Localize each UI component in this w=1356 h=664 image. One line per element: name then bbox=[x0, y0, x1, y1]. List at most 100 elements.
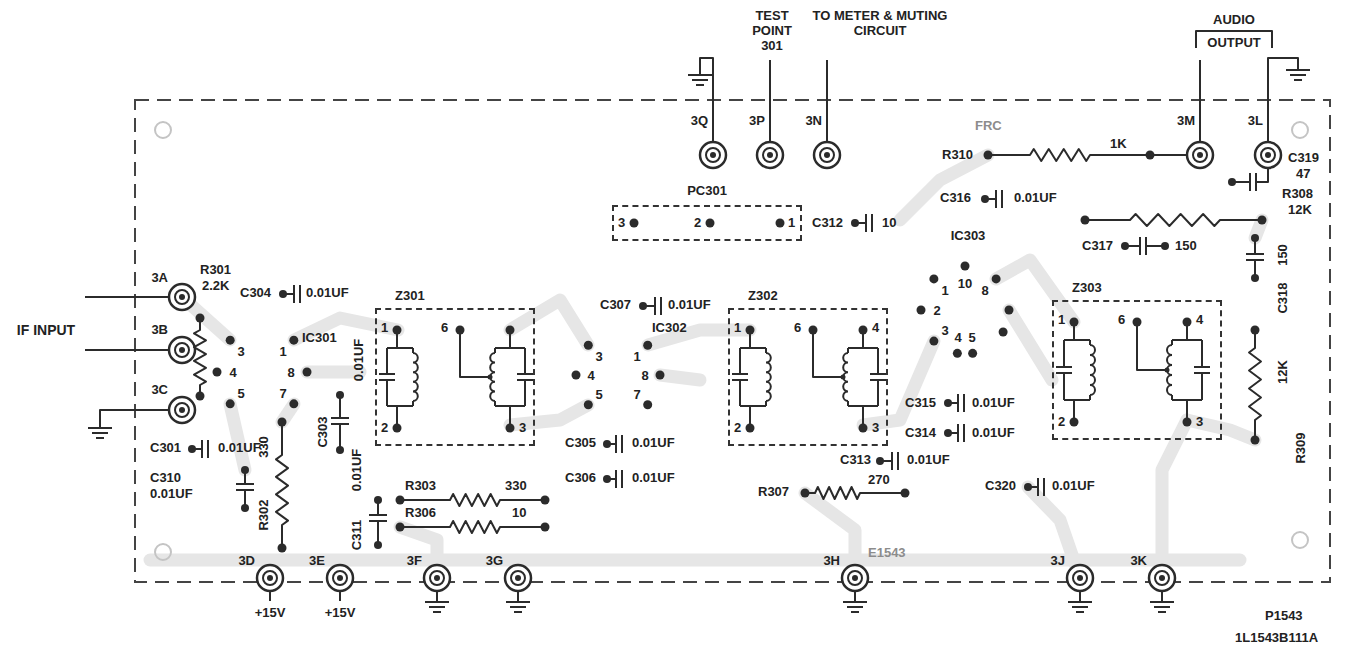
ground-symbol bbox=[696, 84, 704, 86]
pad-dot bbox=[374, 541, 382, 549]
capacitor-symbol bbox=[855, 222, 866, 224]
pad-dot bbox=[289, 336, 298, 345]
part-label: R310 bbox=[942, 147, 973, 162]
pin-number: 1 bbox=[734, 320, 741, 335]
pad-dot bbox=[226, 336, 235, 345]
value-label: 0.01UF bbox=[349, 449, 364, 492]
lead-wire bbox=[854, 591, 856, 602]
pin-number: 8 bbox=[641, 368, 648, 383]
pad-dot bbox=[1005, 306, 1014, 315]
terminal-ring bbox=[1073, 571, 1087, 585]
capacitor-symbol bbox=[957, 394, 959, 412]
terminal-id: 3F bbox=[407, 553, 422, 568]
pin-number: 7 bbox=[633, 387, 640, 402]
pin-number: 1 bbox=[279, 344, 286, 359]
pin-number: 2 bbox=[694, 215, 701, 230]
ground-symbol bbox=[96, 437, 104, 439]
value-label: 0.01UF bbox=[218, 440, 261, 455]
pin-number: 3 bbox=[1196, 414, 1203, 429]
capacitor-symbol bbox=[963, 394, 965, 412]
lead-wire bbox=[700, 58, 713, 142]
wire bbox=[1063, 373, 1065, 400]
terminal-ring bbox=[257, 565, 283, 591]
capacitor-symbol bbox=[1139, 237, 1141, 255]
pin-number: 2 bbox=[933, 303, 940, 318]
value-label: 0.01UF bbox=[306, 285, 349, 300]
terminal-id: 3J bbox=[1051, 553, 1065, 568]
terminal-id: 3M bbox=[1177, 113, 1195, 128]
value-label: 0.01UF bbox=[972, 395, 1015, 410]
pin-number: 4 bbox=[872, 320, 879, 335]
terminal-id: 3G bbox=[486, 553, 503, 568]
part-label: C317 bbox=[1082, 238, 1113, 253]
capacitor-symbol bbox=[283, 293, 294, 295]
capacitor-symbol bbox=[880, 460, 892, 462]
pin-number: 4 bbox=[1196, 312, 1203, 327]
copper-trace bbox=[1028, 487, 1080, 578]
pin-number: 8 bbox=[981, 283, 988, 298]
value-label: 0.01UF bbox=[668, 297, 711, 312]
part-label: C305 bbox=[565, 435, 596, 450]
transformer-can: Z3011623 bbox=[375, 308, 535, 446]
value-label: 330 bbox=[505, 478, 527, 493]
wire bbox=[877, 380, 879, 406]
terminal-ring bbox=[814, 142, 840, 168]
part-label: C310 bbox=[150, 470, 181, 485]
pin-number: 3 bbox=[519, 420, 526, 435]
ground-symbol bbox=[1150, 601, 1174, 603]
part-label: C318 bbox=[1275, 282, 1290, 313]
pin-number: 5 bbox=[968, 330, 975, 345]
capacitor-symbol bbox=[339, 395, 341, 418]
ground-symbol bbox=[851, 611, 859, 613]
terminal-ring bbox=[1261, 148, 1275, 162]
component-outline: PC301321 bbox=[612, 205, 802, 241]
capacitor-symbol bbox=[1028, 486, 1038, 488]
wire bbox=[524, 380, 526, 406]
terminal-ring bbox=[757, 142, 783, 168]
terminal-ring bbox=[263, 571, 277, 585]
lead-wire bbox=[769, 60, 771, 142]
capacitor-symbol bbox=[607, 478, 616, 480]
capacitor-symbol bbox=[615, 435, 617, 453]
lead-wire bbox=[339, 591, 341, 601]
wire bbox=[387, 347, 413, 349]
copper-trace bbox=[805, 493, 855, 578]
copper-trace bbox=[1162, 420, 1187, 578]
value-label: 0.01UF bbox=[907, 452, 950, 467]
lead-wire bbox=[269, 591, 271, 601]
wire bbox=[1150, 154, 1187, 156]
coil-symbol bbox=[766, 353, 771, 401]
wire bbox=[460, 330, 490, 377]
terminal-id: 3B bbox=[151, 322, 168, 337]
value-label: 10 bbox=[512, 505, 526, 520]
value-label: 10 bbox=[882, 215, 896, 230]
wire bbox=[1201, 373, 1203, 400]
lead-wire bbox=[826, 60, 828, 142]
wire bbox=[386, 348, 388, 374]
value-label: 0.01UF bbox=[1014, 190, 1057, 205]
pad-dot bbox=[213, 368, 222, 377]
wire bbox=[524, 348, 526, 374]
wire bbox=[848, 347, 878, 349]
terminal-id: 3D bbox=[238, 553, 255, 568]
pad-dot bbox=[572, 371, 581, 380]
ground-symbol bbox=[429, 606, 445, 608]
value-label: 2.2K bbox=[202, 278, 229, 293]
wire bbox=[813, 330, 843, 377]
supply-label: +15V bbox=[255, 605, 286, 620]
ground-symbol bbox=[847, 606, 863, 608]
wire bbox=[1186, 322, 1188, 340]
wire bbox=[870, 373, 886, 375]
pad-dot bbox=[656, 371, 665, 380]
wire bbox=[862, 330, 864, 348]
capacitor-symbol bbox=[201, 440, 203, 458]
wire bbox=[847, 401, 849, 406]
terminal-ring bbox=[175, 343, 189, 357]
resistor-symbol bbox=[276, 422, 288, 548]
wire bbox=[740, 347, 766, 349]
terminal-ring bbox=[1155, 571, 1169, 585]
pin-number: 6 bbox=[1118, 312, 1125, 327]
pin-number: 5 bbox=[237, 386, 244, 401]
pad-dot bbox=[179, 407, 185, 413]
